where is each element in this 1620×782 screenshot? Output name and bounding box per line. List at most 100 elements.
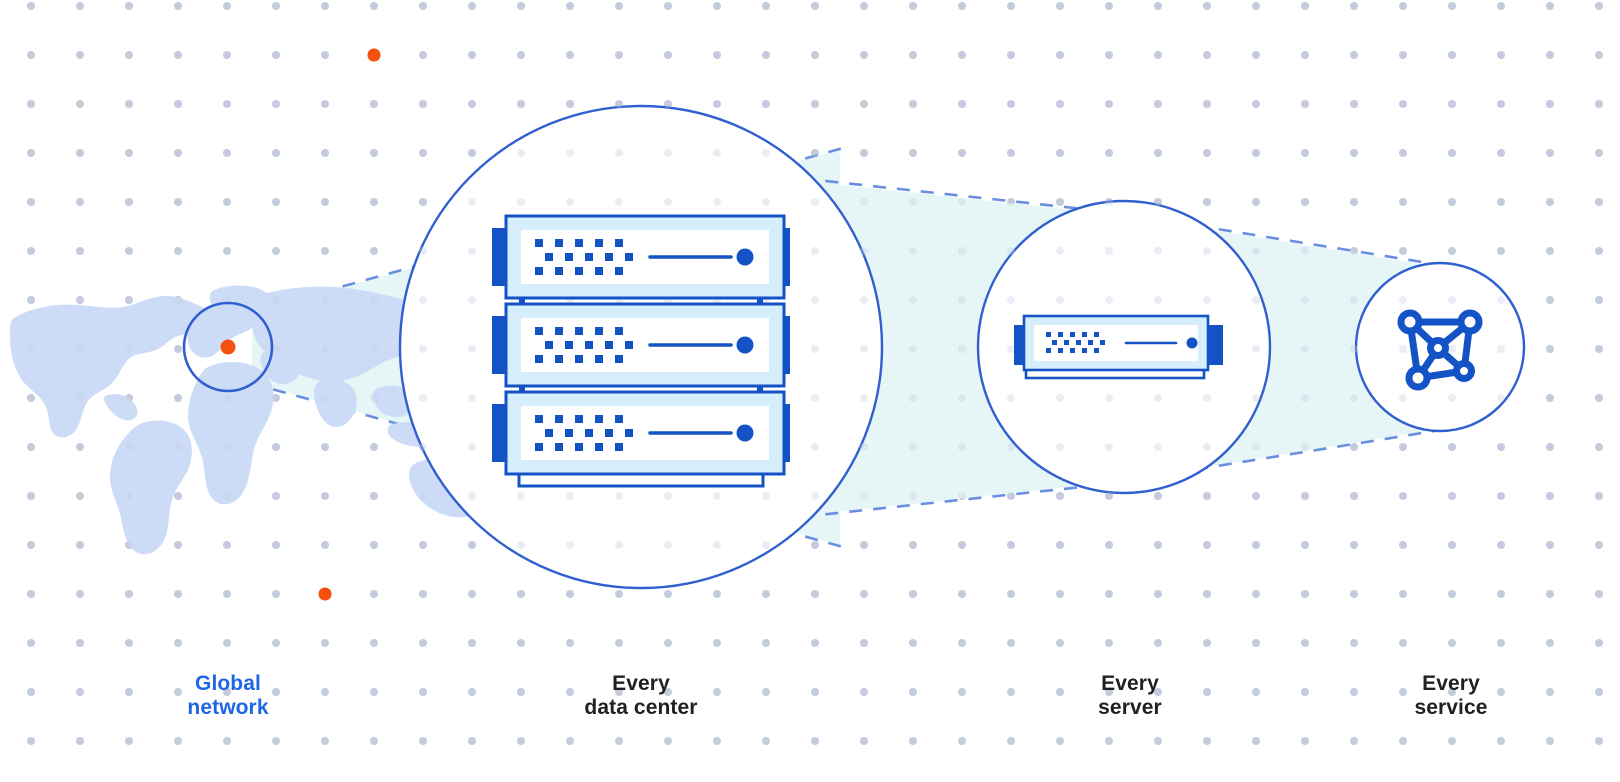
grid-dot bbox=[1007, 737, 1015, 745]
grid-dot bbox=[370, 149, 378, 157]
grid-dot bbox=[1546, 247, 1554, 255]
grid-dot bbox=[272, 737, 280, 745]
grid-dot bbox=[1203, 688, 1211, 696]
grid-dot bbox=[713, 100, 721, 108]
grid-dot bbox=[125, 296, 133, 304]
grid-dot bbox=[1301, 688, 1309, 696]
grid-dot bbox=[370, 492, 378, 500]
grid-dot bbox=[125, 247, 133, 255]
grid-dot bbox=[419, 198, 427, 206]
grid-dot bbox=[321, 737, 329, 745]
grid-dot bbox=[1056, 492, 1064, 500]
grid-dot bbox=[664, 51, 672, 59]
grid-dot bbox=[1154, 51, 1162, 59]
grid-dot bbox=[125, 541, 133, 549]
grid-dot bbox=[713, 590, 721, 598]
grid-dot bbox=[76, 541, 84, 549]
grid-dot bbox=[860, 2, 868, 10]
server-unit-tab-right bbox=[1207, 325, 1223, 365]
grid-dot bbox=[174, 541, 182, 549]
grid-dot bbox=[272, 590, 280, 598]
grid-dot bbox=[860, 639, 868, 647]
grid-dot bbox=[1595, 2, 1603, 10]
grid-dot bbox=[1595, 345, 1603, 353]
grid-dot bbox=[1056, 590, 1064, 598]
grid-dot bbox=[860, 394, 868, 402]
grid-dot bbox=[1056, 296, 1064, 304]
grid-dot bbox=[125, 737, 133, 745]
grid-dot bbox=[1301, 51, 1309, 59]
grid-dot bbox=[1203, 737, 1211, 745]
grid-dot bbox=[321, 51, 329, 59]
grid-dot bbox=[125, 688, 133, 696]
grid-dot bbox=[664, 590, 672, 598]
grid-dot bbox=[223, 590, 231, 598]
grid-dot bbox=[762, 639, 770, 647]
grid-dot bbox=[1252, 149, 1260, 157]
grid-dot bbox=[1448, 737, 1456, 745]
grid-dot bbox=[1497, 296, 1505, 304]
grid-dot bbox=[517, 639, 525, 647]
grid-dot bbox=[566, 590, 574, 598]
grid-dot bbox=[223, 688, 231, 696]
grid-dot bbox=[1448, 247, 1456, 255]
grid-dot bbox=[1497, 198, 1505, 206]
label-global-network-line2: network bbox=[187, 696, 268, 719]
grid-dot bbox=[27, 394, 35, 402]
grid-dot bbox=[1595, 296, 1603, 304]
grid-dot bbox=[1203, 51, 1211, 59]
grid-dot bbox=[321, 100, 329, 108]
grid-dot bbox=[1350, 688, 1358, 696]
grid-dot bbox=[1399, 100, 1407, 108]
grid-dot bbox=[1301, 590, 1309, 598]
grid-dot bbox=[1448, 394, 1456, 402]
grid-dot bbox=[1448, 149, 1456, 157]
grid-dot bbox=[958, 639, 966, 647]
grid-dot bbox=[1497, 345, 1505, 353]
grid-dot bbox=[1399, 100, 1407, 108]
grid-dot bbox=[664, 100, 672, 108]
grid-dot bbox=[321, 443, 329, 451]
grid-dot bbox=[566, 639, 574, 647]
grid-dot bbox=[1007, 100, 1015, 108]
grid-dot bbox=[1350, 345, 1358, 353]
grid-dot bbox=[370, 688, 378, 696]
grid-dot bbox=[125, 100, 133, 108]
grid-dot bbox=[1154, 639, 1162, 647]
grid-dot bbox=[664, 688, 672, 696]
grid-dot bbox=[1056, 688, 1064, 696]
grid-dot bbox=[762, 590, 770, 598]
grid-dot bbox=[1252, 51, 1260, 59]
grid-dot bbox=[272, 51, 280, 59]
grid-dot bbox=[321, 394, 329, 402]
grid-dot bbox=[1007, 639, 1015, 647]
grid-dot bbox=[1154, 2, 1162, 10]
grid-dot bbox=[1595, 51, 1603, 59]
grid-dot bbox=[1154, 737, 1162, 745]
grid-dot bbox=[223, 737, 231, 745]
grid-dot bbox=[860, 345, 868, 353]
grid-dot bbox=[1350, 443, 1358, 451]
grid-dot bbox=[615, 198, 623, 206]
grid-dot bbox=[1595, 394, 1603, 402]
grid-dot bbox=[811, 541, 819, 549]
stage-labels: Global network Every data center Every s… bbox=[187, 672, 1487, 719]
grid-dot bbox=[1497, 688, 1505, 696]
grid-dot bbox=[272, 100, 280, 108]
grid-dot bbox=[1350, 541, 1358, 549]
grid-dot bbox=[909, 443, 917, 451]
grid-dot bbox=[1399, 51, 1407, 59]
grid-dot bbox=[1497, 2, 1505, 10]
grid-dot bbox=[76, 590, 84, 598]
grid-dot bbox=[125, 51, 133, 59]
grid-dot bbox=[1203, 296, 1211, 304]
grid-dot bbox=[1350, 198, 1358, 206]
grid-dot bbox=[1203, 492, 1211, 500]
grid-dot bbox=[321, 149, 329, 157]
grid-dot bbox=[370, 100, 378, 108]
grid-dot bbox=[1399, 688, 1407, 696]
label-service-line2: service bbox=[1414, 696, 1487, 719]
grid-dot bbox=[517, 51, 525, 59]
grid-dot bbox=[1595, 541, 1603, 549]
grid-dot bbox=[468, 100, 476, 108]
